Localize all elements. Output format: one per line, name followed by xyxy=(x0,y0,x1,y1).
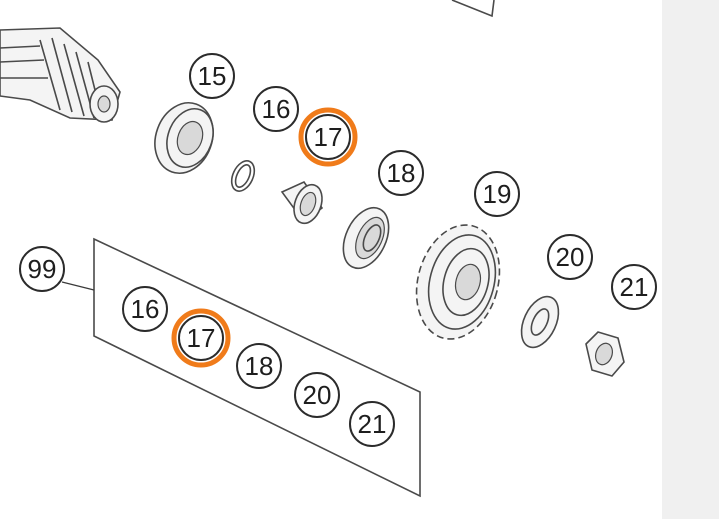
svg-text:99: 99 xyxy=(28,254,57,284)
frame-corner xyxy=(451,0,495,18)
callout-19: 19 xyxy=(474,171,520,217)
sleeve-part-17 xyxy=(280,180,324,225)
callout-99: 99 xyxy=(19,246,65,292)
shaft-part xyxy=(0,27,121,123)
sprocket-part-19 xyxy=(415,224,501,340)
svg-text:18: 18 xyxy=(387,158,416,188)
svg-text:20: 20 xyxy=(556,242,585,272)
svg-text:16: 16 xyxy=(131,294,160,324)
washer-part-20 xyxy=(520,295,560,349)
callout-20: 20 xyxy=(547,234,593,280)
callout-18: 18 xyxy=(378,150,424,196)
nut-part-21 xyxy=(585,331,625,377)
svg-text:15: 15 xyxy=(198,61,227,91)
callout-21: 21 xyxy=(611,264,657,310)
kit-callout-17: 17 xyxy=(171,308,231,368)
svg-text:20: 20 xyxy=(303,380,332,410)
callout-16: 16 xyxy=(253,86,299,132)
svg-text:17: 17 xyxy=(187,323,216,353)
svg-text:21: 21 xyxy=(358,409,387,439)
callout-15: 15 xyxy=(189,53,235,99)
svg-text:18: 18 xyxy=(245,351,274,381)
callout-17: 17 xyxy=(298,107,358,167)
highlight-ring-17 xyxy=(298,107,358,167)
kit-callout-16: 16 xyxy=(122,286,168,332)
bearing-part xyxy=(154,102,214,174)
svg-text:17: 17 xyxy=(314,122,343,152)
kit-callout-18: 18 xyxy=(236,343,282,389)
kit-sheet xyxy=(93,237,421,498)
svg-text:16: 16 xyxy=(262,94,291,124)
kit-highlight-ring-17 xyxy=(171,308,231,368)
seal-part-18 xyxy=(342,206,390,270)
svg-text:21: 21 xyxy=(620,272,649,302)
leader-99 xyxy=(61,281,95,291)
ring-part-16-inner xyxy=(234,164,252,188)
background-edge xyxy=(662,0,719,519)
kit-callout-21: 21 xyxy=(349,401,395,447)
ring-part-16 xyxy=(230,160,256,192)
svg-text:19: 19 xyxy=(483,179,512,209)
kit-callout-20: 20 xyxy=(294,372,340,418)
